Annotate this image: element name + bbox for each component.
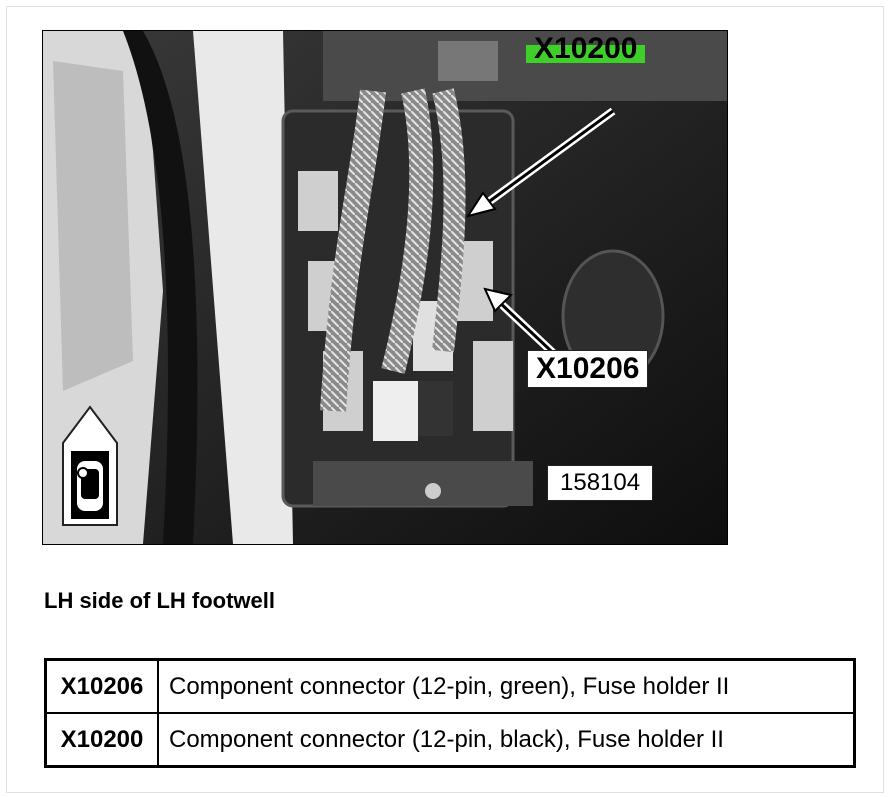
highlight-mark	[526, 45, 646, 63]
connector-description: Component connector (12-pin, green), Fus…	[157, 658, 856, 714]
table-row: X10200 Component connector (12-pin, blac…	[44, 712, 856, 768]
connector-table: X10206 Component connector (12-pin, gree…	[44, 658, 856, 768]
page-frame	[6, 6, 884, 793]
callout-x10200-label: X10200	[534, 32, 638, 65]
figure-number: 158104	[547, 465, 654, 501]
table-row: X10206 Component connector (12-pin, gree…	[44, 658, 856, 714]
callout-x10206: X10206	[527, 350, 649, 388]
connector-code: X10200	[44, 712, 159, 768]
footwell-photo	[42, 30, 728, 545]
section-caption: LH side of LH footwell	[44, 588, 275, 613]
callout-x10200: X10200	[526, 31, 646, 67]
connector-code: X10206	[44, 658, 159, 714]
car-location-icon	[62, 405, 118, 526]
photo-illustration	[43, 31, 727, 544]
connector-description: Component connector (12-pin, black), Fus…	[157, 712, 856, 768]
